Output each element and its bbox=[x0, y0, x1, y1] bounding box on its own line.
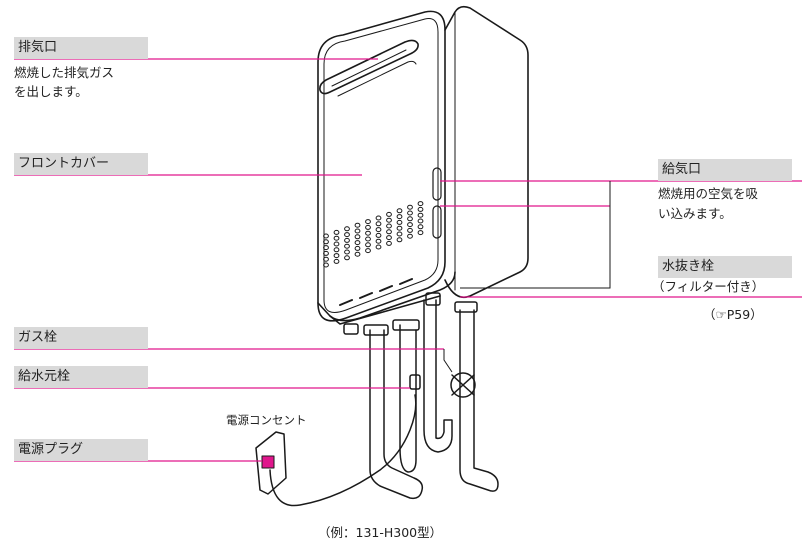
vent-hole bbox=[375, 232, 382, 238]
vent-hole bbox=[396, 237, 403, 243]
vent-hole bbox=[396, 208, 403, 214]
drain-desc: （フィルター付き） bbox=[652, 279, 765, 294]
vent-hole bbox=[386, 240, 392, 246]
vent-hole bbox=[344, 255, 350, 261]
vent-hole bbox=[375, 215, 382, 221]
vent-hole bbox=[354, 251, 361, 257]
vent-hole bbox=[354, 245, 361, 251]
vent-hole bbox=[407, 227, 413, 233]
intake-slot-upper bbox=[432, 167, 442, 201]
heater-side-panel bbox=[444, 5, 529, 299]
power-plug bbox=[261, 455, 275, 469]
vent-hole bbox=[396, 214, 403, 220]
heater-front-panel bbox=[317, 10, 446, 322]
vent-hole bbox=[344, 237, 350, 243]
vent-hole bbox=[333, 253, 340, 259]
vent-hole bbox=[407, 216, 413, 222]
vent-hole bbox=[354, 222, 361, 228]
vent-hole bbox=[333, 229, 340, 235]
intake-desc-1: 燃焼用の空気を吸 bbox=[658, 186, 759, 201]
front-vent-holes bbox=[323, 201, 424, 268]
vent-hole bbox=[386, 229, 392, 235]
label-exhaust: 排気口 bbox=[14, 37, 148, 59]
connector-intake bbox=[460, 181, 611, 289]
vent-hole bbox=[386, 235, 392, 241]
vent-hole bbox=[386, 223, 392, 229]
label-gas-valve: ガス栓 bbox=[14, 327, 148, 349]
vent-hole bbox=[365, 236, 371, 242]
vent-hole bbox=[323, 233, 329, 239]
vent-hole bbox=[407, 210, 413, 216]
vent-hole bbox=[333, 235, 340, 241]
vent-hole bbox=[407, 233, 413, 239]
power-outlet-box bbox=[255, 431, 287, 495]
label-drain: 水抜き栓 bbox=[658, 256, 792, 278]
exhaust-port bbox=[319, 39, 419, 95]
exhaust-desc-2: を出します。 bbox=[14, 84, 88, 99]
vent-hole bbox=[417, 218, 424, 224]
vent-hole bbox=[354, 234, 361, 240]
vent-hole bbox=[407, 222, 413, 228]
vent-hole bbox=[323, 262, 329, 268]
vent-hole bbox=[333, 241, 340, 247]
intake-slot-lower bbox=[432, 205, 442, 239]
connector-gas bbox=[443, 349, 453, 373]
vent-hole bbox=[417, 212, 424, 218]
figure-caption: （例：131-H300型） bbox=[318, 525, 443, 540]
vent-hole bbox=[365, 230, 371, 236]
vent-hole bbox=[375, 238, 382, 244]
vent-hole bbox=[417, 230, 424, 236]
vent-hole bbox=[323, 256, 329, 262]
vent-hole bbox=[375, 221, 382, 227]
vent-hole bbox=[365, 224, 371, 230]
vent-hole bbox=[375, 244, 382, 250]
intake-desc-2: い込みます。 bbox=[658, 206, 732, 221]
label-front-cover: フロントカバー bbox=[14, 153, 148, 175]
water-valve-body bbox=[450, 372, 476, 398]
heater-bottom bbox=[317, 271, 456, 322]
vent-hole bbox=[323, 245, 329, 251]
vent-hole bbox=[386, 211, 392, 217]
vent-hole bbox=[365, 242, 371, 248]
vent-hole bbox=[365, 219, 371, 225]
vent-hole bbox=[333, 258, 340, 264]
drain-ref[interactable]: （☞P59） bbox=[703, 307, 763, 322]
vent-hole bbox=[323, 239, 329, 245]
vent-hole bbox=[344, 232, 350, 238]
vent-hole bbox=[344, 243, 350, 249]
vent-hole bbox=[396, 231, 403, 237]
hot-water-pipe bbox=[423, 299, 453, 453]
label-power-plug: 電源プラグ bbox=[14, 439, 148, 461]
vent-hole bbox=[365, 248, 371, 254]
vent-hole bbox=[344, 226, 350, 232]
power-cord bbox=[269, 394, 417, 507]
vent-hole bbox=[417, 201, 424, 207]
exhaust-desc-1: 燃焼した排気ガス bbox=[14, 65, 115, 80]
vent-hole bbox=[344, 249, 350, 255]
vent-hole bbox=[396, 219, 403, 225]
vent-hole bbox=[386, 217, 392, 223]
vent-hole bbox=[354, 228, 361, 234]
vent-hole bbox=[417, 206, 424, 212]
vent-hole bbox=[375, 227, 382, 233]
vent-hole bbox=[407, 204, 413, 210]
gas-pipe bbox=[369, 329, 424, 500]
label-water-valve: 給水元栓 bbox=[14, 366, 148, 388]
vent-hole bbox=[396, 225, 403, 231]
vent-hole bbox=[333, 247, 340, 253]
drain-pipe bbox=[459, 309, 499, 492]
vent-hole bbox=[417, 224, 424, 230]
vent-hole bbox=[354, 240, 361, 246]
vent-hole bbox=[323, 250, 329, 256]
label-intake: 給気口 bbox=[658, 159, 792, 181]
outlet-label: 電源コンセント bbox=[226, 413, 307, 427]
water-supply-pipe bbox=[399, 324, 417, 473]
